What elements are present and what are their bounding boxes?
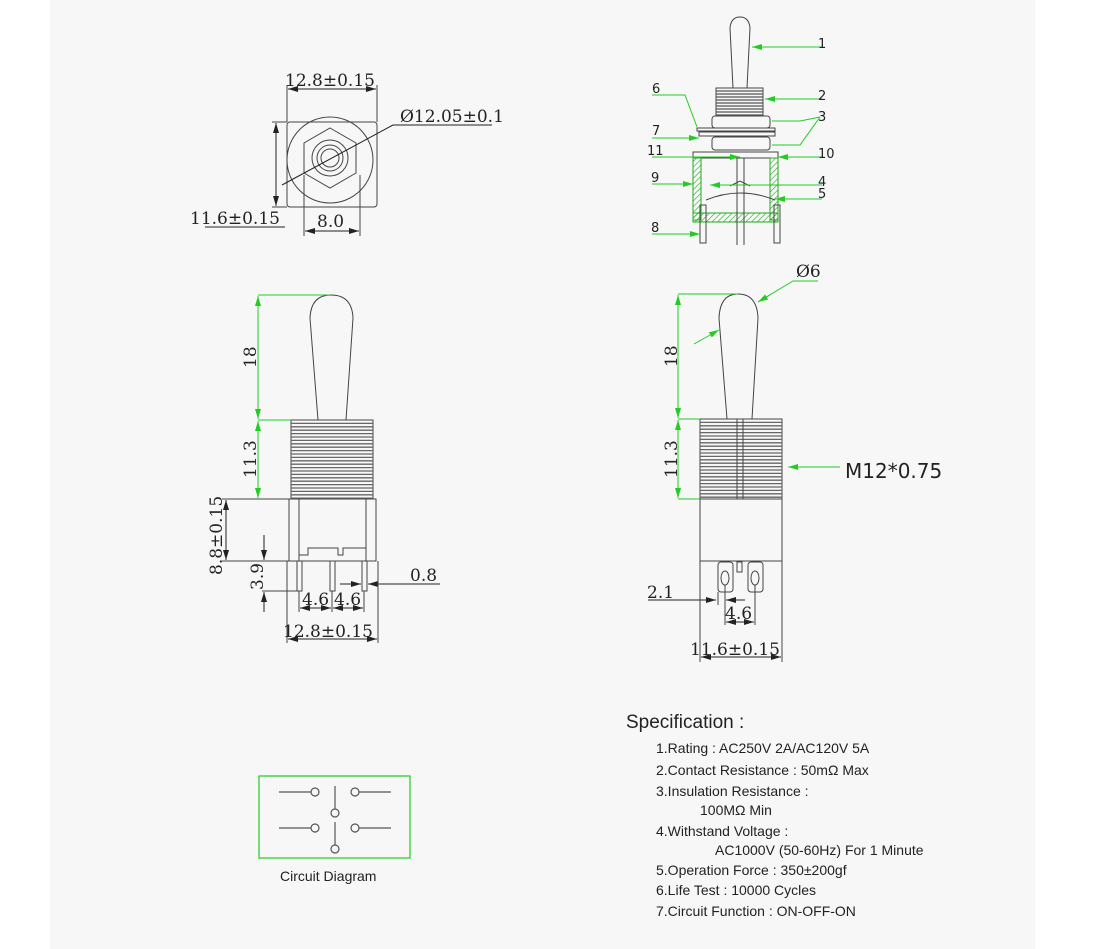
top-diameter-dim: Ø12.05±0.1 xyxy=(400,107,504,127)
callout-3: 3 xyxy=(818,110,826,125)
hex-nut xyxy=(303,127,357,189)
lever xyxy=(718,293,759,420)
side-pitch-dim: 4.6 xyxy=(725,604,752,624)
specification: Specification : 1.Rating : AC250V 2A/AC1… xyxy=(626,712,924,919)
spec-life-test: 6.Life Test : 10000 Cycles xyxy=(656,882,816,898)
callout-7: 7 xyxy=(652,124,660,139)
body-outline xyxy=(286,121,378,208)
side-view: 18 11.3 Ø6 M12*0.75 2.1 4.6 11.6±0.15 xyxy=(647,262,942,662)
callout-11: 11 xyxy=(647,144,664,159)
spec-operation-force: 5.Operation Force : 350±200gf xyxy=(656,862,847,878)
lever xyxy=(729,16,751,89)
drawing-sheet xyxy=(50,0,1035,949)
front-body-dim: 8.8±0.15 xyxy=(207,496,227,575)
terminal-pin xyxy=(329,560,336,592)
front-view: 18 11.3 8.8±0.15 3.9 0.8 4.6 4.6 12.8±0.… xyxy=(207,294,440,643)
circuit-box xyxy=(258,775,411,859)
circuit-label: Circuit Diagram xyxy=(280,868,376,884)
front-thread-dim: 11.3 xyxy=(241,440,261,478)
nut-upper xyxy=(711,115,771,129)
switch-body xyxy=(699,498,783,562)
lever xyxy=(309,294,354,421)
terminal-pin xyxy=(773,204,781,244)
side-width-dim: 11.6±0.15 xyxy=(690,640,780,660)
circuit-diagram: Circuit Diagram xyxy=(258,775,411,884)
spec-withstand-value: AC1000V (50-60Hz) For 1 Minute xyxy=(715,842,924,858)
top-view: 12.8±0.15 Ø12.05±0.1 11.6±0.15 8.0 xyxy=(190,71,504,236)
bushing-circle xyxy=(286,116,374,204)
front-width-dim: 12.8±0.15 xyxy=(283,622,373,642)
thread-spec: M12*0.75 xyxy=(845,459,942,483)
washer-plate xyxy=(696,127,776,132)
spec-contact-resistance: 2.Contact Resistance : 50mΩ Max xyxy=(656,762,869,778)
callout-1: 1 xyxy=(818,37,826,52)
top-hex-dim: 8.0 xyxy=(317,212,344,232)
spec-withstand-voltage: 4.Withstand Voltage : xyxy=(656,823,788,839)
top-width-dim: 12.8±0.15 xyxy=(285,71,375,91)
front-pin-length-dim: 3.9 xyxy=(248,563,268,590)
housing-base xyxy=(692,212,779,223)
top-height-dim: 11.6±0.15 xyxy=(190,209,280,229)
callout-2: 2 xyxy=(818,89,826,104)
callout-6: 6 xyxy=(652,82,660,97)
callout-9: 9 xyxy=(651,171,659,186)
callout-10: 10 xyxy=(818,147,835,162)
switch-body xyxy=(288,498,377,562)
spec-insulation-value: 100MΩ Min xyxy=(700,802,772,818)
threaded-bushing xyxy=(290,419,374,500)
spec-title: Specification : xyxy=(626,712,744,733)
spec-rating: 1.Rating : AC250V 2A/AC120V 5A xyxy=(656,740,870,756)
terminal-pin xyxy=(699,204,707,244)
callout-8: 8 xyxy=(651,221,659,236)
terminal-pin xyxy=(361,560,368,592)
front-pin-width-dim: 0.8 xyxy=(410,566,437,586)
nut-lower xyxy=(711,136,771,151)
terminal-pin xyxy=(296,560,303,592)
side-lever-diameter: Ø6 xyxy=(796,262,821,282)
side-offset-dim: 2.1 xyxy=(647,583,674,603)
parts-view: 1 2 3 4 5 6 7 11 10 9 8 xyxy=(647,16,835,245)
front-lever-dim: 18 xyxy=(241,346,261,368)
callout-5: 5 xyxy=(818,187,826,202)
spec-insulation-resistance: 3.Insulation Resistance : xyxy=(656,783,809,799)
lock-washer xyxy=(698,131,776,137)
callout-4: 4 xyxy=(818,175,826,190)
side-lever-dim: 18 xyxy=(662,345,682,367)
spec-circuit-function: 7.Circuit Function : ON-OFF-ON xyxy=(656,903,856,919)
side-thread-dim: 11.3 xyxy=(662,440,682,478)
front-pitch2-dim: 4.6 xyxy=(334,590,361,610)
front-pitch1-dim: 4.6 xyxy=(302,590,329,610)
